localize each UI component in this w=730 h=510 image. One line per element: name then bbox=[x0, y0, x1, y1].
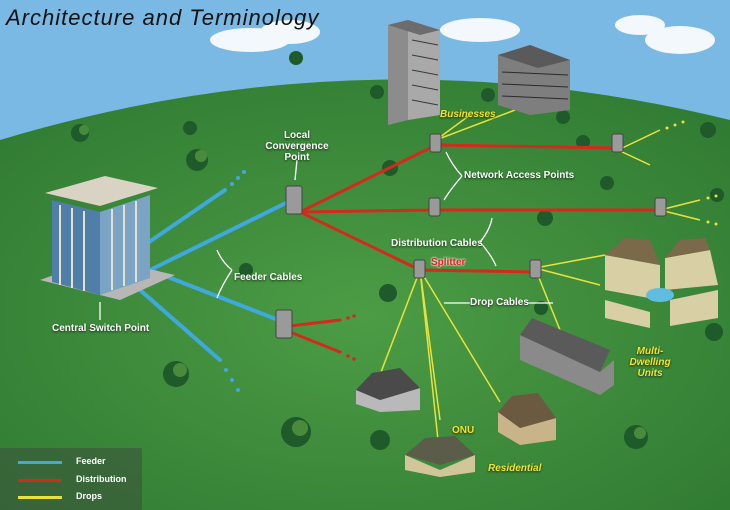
feeder-cable-stub-2 bbox=[138, 288, 222, 362]
splitter-label: Splitter bbox=[431, 257, 466, 268]
residential-houses bbox=[356, 238, 718, 477]
residential-label: Residential bbox=[488, 463, 542, 474]
feeder-dots bbox=[224, 170, 246, 392]
network-access-point-1 bbox=[429, 133, 442, 153]
businesses-label: Businesses bbox=[440, 109, 496, 120]
local-convergence-point-label: Local Convergence Point bbox=[265, 130, 329, 163]
distribution-cables bbox=[288, 143, 662, 354]
multi-dwelling-units-label: Multi-Dwelling Units bbox=[629, 346, 671, 379]
local-convergence-cabinet-2 bbox=[275, 309, 293, 339]
house-2 bbox=[405, 436, 475, 477]
trees bbox=[71, 51, 724, 450]
legend-label: Distribution bbox=[76, 474, 127, 484]
network-access-point-2 bbox=[611, 133, 624, 153]
central-switch-building bbox=[40, 176, 175, 300]
drop-dots bbox=[665, 120, 718, 226]
house-1 bbox=[356, 368, 420, 412]
onu-label: ONU bbox=[452, 425, 475, 436]
legend-swatch-distribution bbox=[18, 479, 62, 482]
business-buildings bbox=[388, 20, 570, 125]
drop-cables bbox=[377, 109, 701, 441]
distribution-cables-label: Distribution Cables bbox=[391, 238, 483, 249]
multi-dwelling-complex bbox=[605, 238, 718, 328]
legend-swatch-drops bbox=[18, 496, 62, 499]
legend: Feeder Distribution Drops bbox=[0, 448, 142, 510]
feeder-cables bbox=[128, 188, 294, 362]
feeder-cable-to-lcp-1 bbox=[148, 198, 294, 272]
grass-hill bbox=[0, 79, 730, 510]
local-convergence-cabinet-1 bbox=[285, 185, 303, 215]
legend-label: Drops bbox=[76, 491, 103, 501]
legend-swatch-feeder bbox=[18, 461, 62, 464]
network-access-point-5 bbox=[529, 259, 542, 279]
house-3 bbox=[498, 393, 556, 445]
equipment-cabinets bbox=[275, 133, 667, 339]
row-houses bbox=[520, 318, 614, 395]
pool bbox=[646, 288, 674, 302]
page-title: Architecture and Terminology bbox=[6, 5, 320, 30]
clouds bbox=[210, 15, 715, 54]
network-access-points-label: Network Access Points bbox=[464, 170, 575, 181]
network-access-point-3 bbox=[428, 197, 441, 217]
network-access-point-4 bbox=[654, 197, 667, 217]
legend-label: Feeder bbox=[76, 456, 106, 466]
splitter-cabinet bbox=[413, 259, 426, 279]
callout-arrows bbox=[99, 151, 553, 320]
central-switch-point-label: Central Switch Point bbox=[52, 323, 150, 334]
feeder-cables-label: Feeder Cables bbox=[234, 272, 303, 283]
drop-cables-label: Drop Cables bbox=[470, 297, 529, 308]
distribution-dots bbox=[346, 314, 356, 361]
